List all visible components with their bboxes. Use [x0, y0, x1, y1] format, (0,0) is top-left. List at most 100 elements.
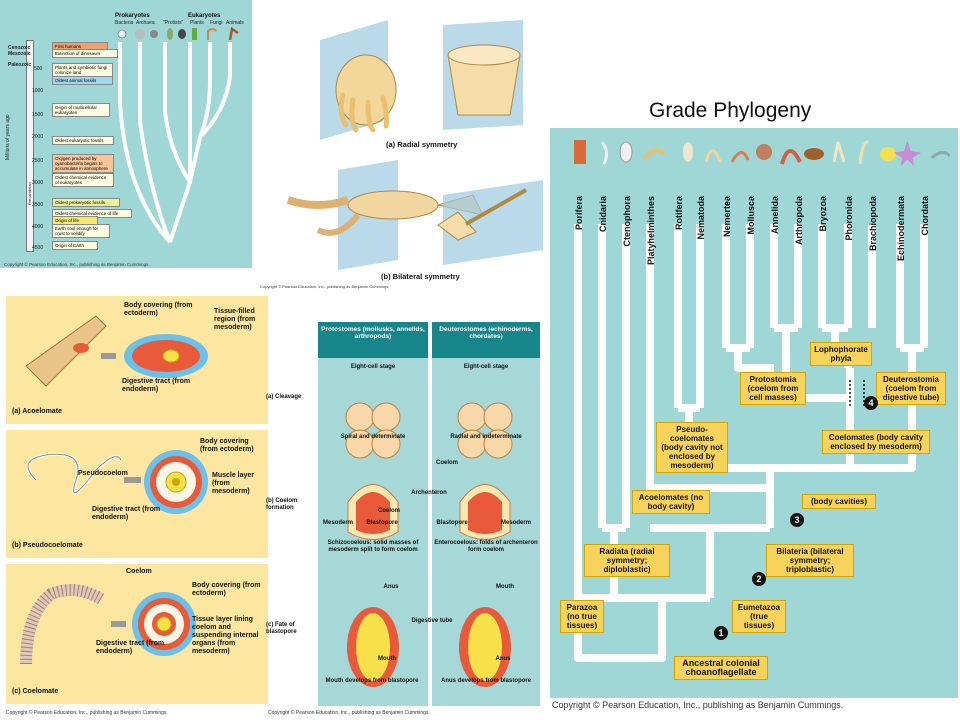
taxon-arthropoda: Arthropoda: [794, 196, 804, 245]
label-muscle-layer: Muscle layer (from mesoderm): [212, 472, 255, 495]
taxon-cnidaria: Cnidaria: [598, 196, 608, 233]
label-digestive-tract: Digestive tract (from endoderm): [122, 378, 191, 393]
spiral-determinate: Spiral and determinate: [340, 434, 406, 440]
copyright: Copyright © Pearson Education, Inc., pub…: [552, 700, 844, 710]
event-label: Origin of multicellular eukaryotes: [52, 103, 110, 117]
coelomate-box: Coelom Body covering (from ectoderm) Tis…: [6, 564, 268, 704]
mesoderm-label: Mesoderm: [322, 520, 353, 526]
taxon-porifera: Porifera: [574, 196, 584, 231]
radial-symmetry-caption: (a) Radial symmetry: [386, 140, 458, 149]
coelom-label: Coelom: [377, 508, 400, 514]
node-bilateria: Bilateria (bilateral symmetry; triplobla…: [766, 544, 854, 577]
taxon-mollusca: Mollusca: [746, 196, 756, 235]
event-label: Earth cool enough for crust to solidify: [52, 224, 110, 238]
embryo-drawings: [345, 402, 513, 687]
tick: 4500: [32, 245, 44, 251]
taxon-nemertea: Nemertea: [722, 196, 732, 238]
node-coelomates: Coelomates (body cavity enclosed by meso…: [822, 430, 930, 454]
label-body-covering: Body covering (from ectoderm): [200, 438, 254, 453]
group-label: Bacteria: [115, 20, 134, 26]
prokaryotes-header: Prokaryotes: [115, 13, 150, 19]
group-label: Plants: [190, 20, 204, 26]
event-label: Origin of Earth: [52, 241, 98, 250]
copyright: Copyright © Pearson Education, Inc., pub…: [260, 284, 390, 289]
caption-acoelomate: (a) Acoelomate: [12, 408, 62, 415]
group-label: Animals: [226, 20, 244, 26]
symmetry-panel: (a) Radial symmetry (b) Bilateral symmet…: [258, 0, 548, 292]
taxon-ctenophora: Ctenophora: [622, 196, 632, 247]
marker-4: 4: [864, 396, 878, 410]
copyright: Copyright © Pearson Education, Inc., pub…: [4, 262, 150, 267]
event-label: Oldest prokaryotic fossils: [52, 198, 120, 207]
marker-3: 3: [790, 513, 804, 527]
radial-indeterminate: Radial and indeterminate: [450, 434, 522, 440]
event-label: Extinction of dinosaurs: [52, 49, 118, 58]
group-label: Archaea: [136, 20, 155, 26]
protostome-deuterostome-panel: Protostomes (mollusks, annelids, arthrop…: [266, 322, 548, 720]
row-coelom-formation: (b) Coelom formation: [266, 498, 298, 511]
timeline-tree: [118, 42, 232, 244]
archenteron-label: Archenteron: [411, 490, 447, 496]
bilateral-symmetry-caption: (b) Bilateral symmetry: [381, 272, 460, 281]
node-body-cavities: (body cavities): [802, 494, 876, 509]
tick: 3500: [32, 202, 44, 208]
node-protostomia: Protostomia (coelom from cell masses): [740, 372, 806, 405]
timeline-panel: Prokaryotes Eukaryotes Bacteria Archaea …: [0, 0, 252, 268]
label-tissue-filled: Tissue-filled region (from mesoderm): [214, 308, 256, 331]
taxon-rotifera: Rotifera: [674, 196, 684, 231]
tick: 2500: [32, 158, 44, 164]
tick: 4000: [32, 224, 44, 230]
taxon-echinodermata: Echinodermata: [896, 196, 906, 262]
digestive-tube-label: Digestive tube: [411, 618, 453, 624]
organism-icons: [117, 26, 239, 41]
event-label: Oldest chemical evidence of eukaryotes: [52, 173, 114, 187]
eukaryotes-header: Eukaryotes: [188, 13, 221, 19]
taxon-bryozoa: Bryozoa: [818, 196, 828, 232]
tick: 500: [34, 66, 43, 72]
era-cenozoic: Cenozoic: [8, 45, 31, 51]
label-body-covering: Body covering (from ectoderm): [124, 302, 193, 317]
deuterostome-header: Deuterostomes (echinoderms, chordates): [432, 322, 540, 358]
tick: 1500: [32, 112, 44, 118]
body-cavity-panel: Body covering (from ectoderm) Tissue-fil…: [4, 294, 272, 720]
eight-cell-proto: Eight-cell stage: [350, 364, 396, 370]
event-label: Plants and symbiotic fungi colonize land: [52, 63, 113, 77]
caption-coelomate: (c) Coelomate: [12, 688, 59, 695]
taxon-nematoda: Nematoda: [696, 196, 706, 240]
node-radiata: Radiata (radial symmetry; diploblastic): [584, 544, 670, 577]
taxon-platyhelminthes: Platyhelminthes: [646, 196, 656, 266]
blastopore-label: Blastopore: [366, 520, 398, 526]
tick: 1000: [32, 88, 44, 94]
copyright: Copyright © Pearson Education, Inc., pub…: [6, 710, 168, 716]
group-label: Fungi: [210, 20, 223, 26]
taxon-brachiopoda: Brachiopoda: [868, 196, 878, 252]
tick: 3000: [32, 180, 44, 186]
mesoderm-label: Mesoderm: [500, 520, 531, 526]
era-mesozoic: Mesozoic: [8, 51, 31, 57]
row-cleavage: (a) Cleavage: [266, 394, 302, 400]
label-coelom: Coelom: [126, 568, 152, 575]
taxon-annelida: Annelida: [770, 196, 780, 235]
node-deuterostomia: Deuterostomia (coelom from digestive tub…: [876, 372, 946, 405]
schizocoelous-label: Schizocoelous: solid masses of mesoderm …: [327, 540, 419, 553]
mouth-develops-label: Mouth develops from blastopore: [325, 678, 419, 684]
marker-2: 2: [752, 572, 766, 586]
era-paleozoic: Paleozoic: [8, 62, 32, 68]
label-digestive-tract: Digestive tract (from endoderm): [96, 640, 165, 655]
node-lophophorate: Lophophorate phyla: [810, 342, 872, 366]
event-label: Oldest eukaryotic fossils: [52, 136, 114, 145]
tick: 2000: [32, 134, 44, 140]
protostome-header: Protostomes (mollusks, annelids, arthrop…: [318, 322, 428, 358]
anus-label: Anus: [383, 584, 399, 590]
copyright: Copyright © Pearson Education, Inc., pub…: [268, 710, 430, 716]
acoelomate-box: Body covering (from ectoderm) Tissue-fil…: [6, 296, 268, 424]
row-fate-blastopore: (c) Fate of blastopore: [266, 622, 297, 635]
mouth-label: Mouth: [496, 584, 514, 590]
axis-label: Millions of years ago: [5, 114, 11, 160]
eight-cell-deut: Eight-cell stage: [463, 364, 509, 370]
time-axis: [26, 40, 34, 252]
page-title: Grade Phylogeny: [649, 99, 812, 122]
group-label: "Protists": [163, 20, 184, 26]
node-eumetazoa: Eumetazoa (true tissues): [732, 600, 786, 633]
node-acoelomates: Acoelomates (no body cavity): [632, 490, 710, 514]
